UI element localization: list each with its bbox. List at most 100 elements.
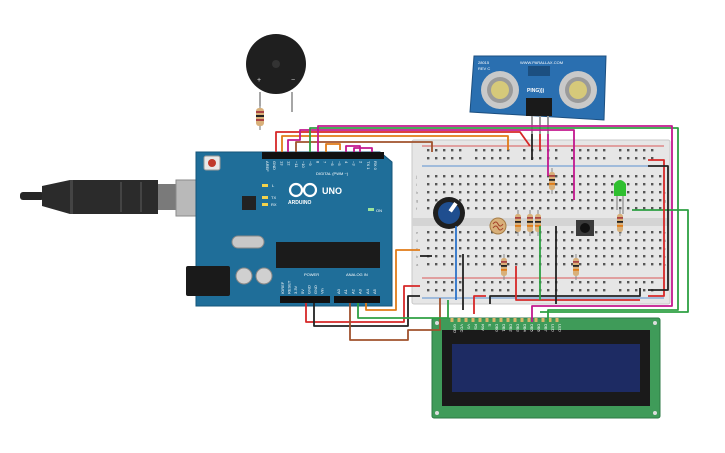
breadboard-hole[interactable] [515,255,518,258]
breadboard-hole[interactable] [563,207,566,210]
lcd-pin[interactable] [478,318,482,322]
breadboard-hole[interactable] [443,175,446,178]
breadboard-hole[interactable] [619,281,622,284]
breadboard-hole[interactable] [443,255,446,258]
breadboard-hole[interactable] [563,231,566,234]
breadboard-hole[interactable] [523,191,526,194]
jumper-wire[interactable] [281,135,509,152]
breadboard-hole[interactable] [427,191,430,194]
breadboard-hole[interactable] [435,263,438,266]
breadboard-hole[interactable] [459,281,462,284]
breadboard-hole[interactable] [483,289,486,292]
breadboard-hole[interactable] [523,255,526,258]
breadboard-hole[interactable] [603,199,606,202]
breadboard-hole[interactable] [523,175,526,178]
breadboard-hole[interactable] [539,175,542,178]
lcd-pin[interactable] [464,318,468,322]
breadboard-hole[interactable] [451,263,454,266]
breadboard-hole[interactable] [635,231,638,234]
breadboard-hole[interactable] [651,281,654,284]
breadboard-hole[interactable] [651,263,654,266]
breadboard-hole[interactable] [475,191,478,194]
breadboard-hole[interactable] [443,149,446,152]
breadboard-hole[interactable] [643,149,646,152]
breadboard-hole[interactable] [555,199,558,202]
breadboard-hole[interactable] [435,281,438,284]
arduino-uno-board[interactable]: L TX RX ON ARDUINO UNO DIGITAL (PWM ~) P… [186,151,393,307]
breadboard-hole[interactable] [459,199,462,202]
breadboard-hole[interactable] [579,247,582,250]
breadboard-hole[interactable] [507,157,510,160]
breadboard-hole[interactable] [595,239,598,242]
breadboard-hole[interactable] [547,263,550,266]
breadboard-hole[interactable] [571,183,574,186]
breadboard-hole[interactable] [579,149,582,152]
breadboard-hole[interactable] [483,255,486,258]
breadboard-hole[interactable] [659,191,662,194]
lcd-pin[interactable] [492,318,496,322]
breadboard-hole[interactable] [651,231,654,234]
breadboard-hole[interactable] [579,263,582,266]
breadboard-hole[interactable] [491,263,494,266]
breadboard-hole[interactable] [555,183,558,186]
breadboard-hole[interactable] [555,175,558,178]
breadboard-hole[interactable] [563,199,566,202]
breadboard-hole[interactable] [451,289,454,292]
breadboard-hole[interactable] [603,263,606,266]
breadboard-hole[interactable] [603,281,606,284]
breadboard-hole[interactable] [523,263,526,266]
breadboard-hole[interactable] [507,207,510,210]
breadboard-hole[interactable] [491,149,494,152]
pushbutton-icon[interactable] [576,220,594,236]
breadboard-hole[interactable] [483,263,486,266]
breadboard-hole[interactable] [571,207,574,210]
breadboard-hole[interactable] [563,183,566,186]
breadboard-hole[interactable] [619,239,622,242]
breadboard-hole[interactable] [435,199,438,202]
breadboard-hole[interactable] [587,289,590,292]
breadboard-hole[interactable] [443,183,446,186]
breadboard-hole[interactable] [643,157,646,160]
breadboard-hole[interactable] [475,231,478,234]
breadboard-hole[interactable] [547,207,550,210]
led-icon[interactable] [614,180,626,214]
breadboard-hole[interactable] [427,157,430,160]
breadboard-hole[interactable] [531,207,534,210]
breadboard-hole[interactable] [475,157,478,160]
breadboard-hole[interactable] [531,183,534,186]
breadboard-hole[interactable] [651,191,654,194]
breadboard-hole[interactable] [595,207,598,210]
breadboard-hole[interactable] [483,247,486,250]
breadboard-hole[interactable] [467,255,470,258]
breadboard-hole[interactable] [587,239,590,242]
breadboard-hole[interactable] [459,239,462,242]
breadboard-hole[interactable] [483,207,486,210]
breadboard-hole[interactable] [443,191,446,194]
breadboard-hole[interactable] [531,263,534,266]
breadboard-hole[interactable] [547,191,550,194]
breadboard-hole[interactable] [483,149,486,152]
breadboard-hole[interactable] [531,289,534,292]
breadboard-hole[interactable] [627,239,630,242]
breadboard-hole[interactable] [635,157,638,160]
breadboard-hole[interactable] [459,247,462,250]
breadboard-hole[interactable] [531,199,534,202]
breadboard-hole[interactable] [627,231,630,234]
breadboard-hole[interactable] [643,191,646,194]
breadboard-hole[interactable] [595,289,598,292]
breadboard-hole[interactable] [635,239,638,242]
breadboard-hole[interactable] [427,183,430,186]
breadboard-hole[interactable] [635,263,638,266]
breadboard-hole[interactable] [531,255,534,258]
breadboard-hole[interactable] [579,239,582,242]
breadboard-hole[interactable] [643,199,646,202]
breadboard-hole[interactable] [515,183,518,186]
breadboard-hole[interactable] [659,207,662,210]
jumper-wire[interactable] [313,295,420,327]
breadboard-hole[interactable] [459,149,462,152]
breadboard-hole[interactable] [571,263,574,266]
breadboard-hole[interactable] [459,157,462,160]
breadboard-hole[interactable] [483,175,486,178]
power-header[interactable] [280,296,330,303]
breadboard-hole[interactable] [611,191,614,194]
